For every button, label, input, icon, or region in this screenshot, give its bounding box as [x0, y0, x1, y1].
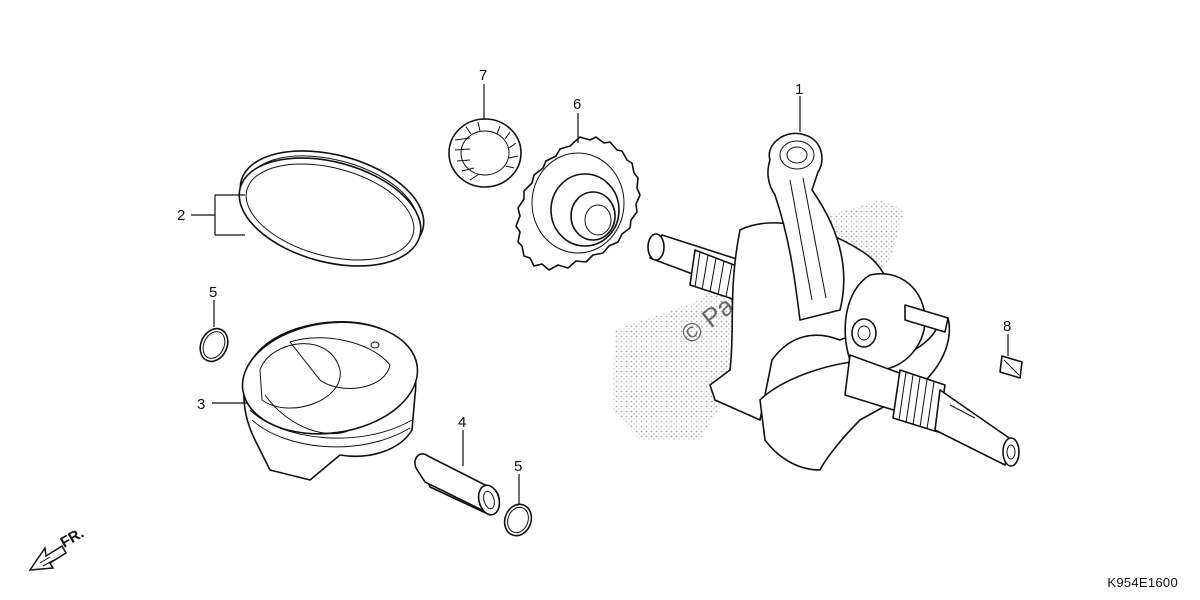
callout-5-upper: 5: [209, 284, 217, 301]
piston-pin-clip-upper[interactable]: [195, 324, 233, 366]
piston-pin[interactable]: [414, 453, 503, 517]
leader-lines: [191, 84, 1009, 504]
piston[interactable]: [235, 311, 425, 481]
diagram-code: K954E1600: [1107, 575, 1178, 590]
woodruff-key[interactable]: [999, 355, 1023, 379]
callout-7: 7: [479, 67, 487, 84]
front-indicator: FR.: [28, 525, 87, 571]
piston-ring-set[interactable]: [227, 132, 436, 284]
needle-bearing[interactable]: [448, 118, 522, 188]
callout-6: 6: [573, 96, 581, 113]
balancer-drive-gear[interactable]: [515, 136, 641, 271]
callout-4: 4: [458, 414, 466, 431]
callout-2: 2: [177, 207, 185, 224]
crankshaft-assembly[interactable]: [647, 132, 1020, 471]
callouts: 1 2 3 4 5 5 6 7 8: [177, 67, 1011, 475]
piston-pin-clip-lower[interactable]: [500, 501, 535, 540]
callout-8: 8: [1003, 318, 1011, 335]
callout-3: 3: [197, 396, 205, 413]
callout-5-lower: 5: [514, 458, 522, 475]
callout-1: 1: [795, 81, 803, 98]
